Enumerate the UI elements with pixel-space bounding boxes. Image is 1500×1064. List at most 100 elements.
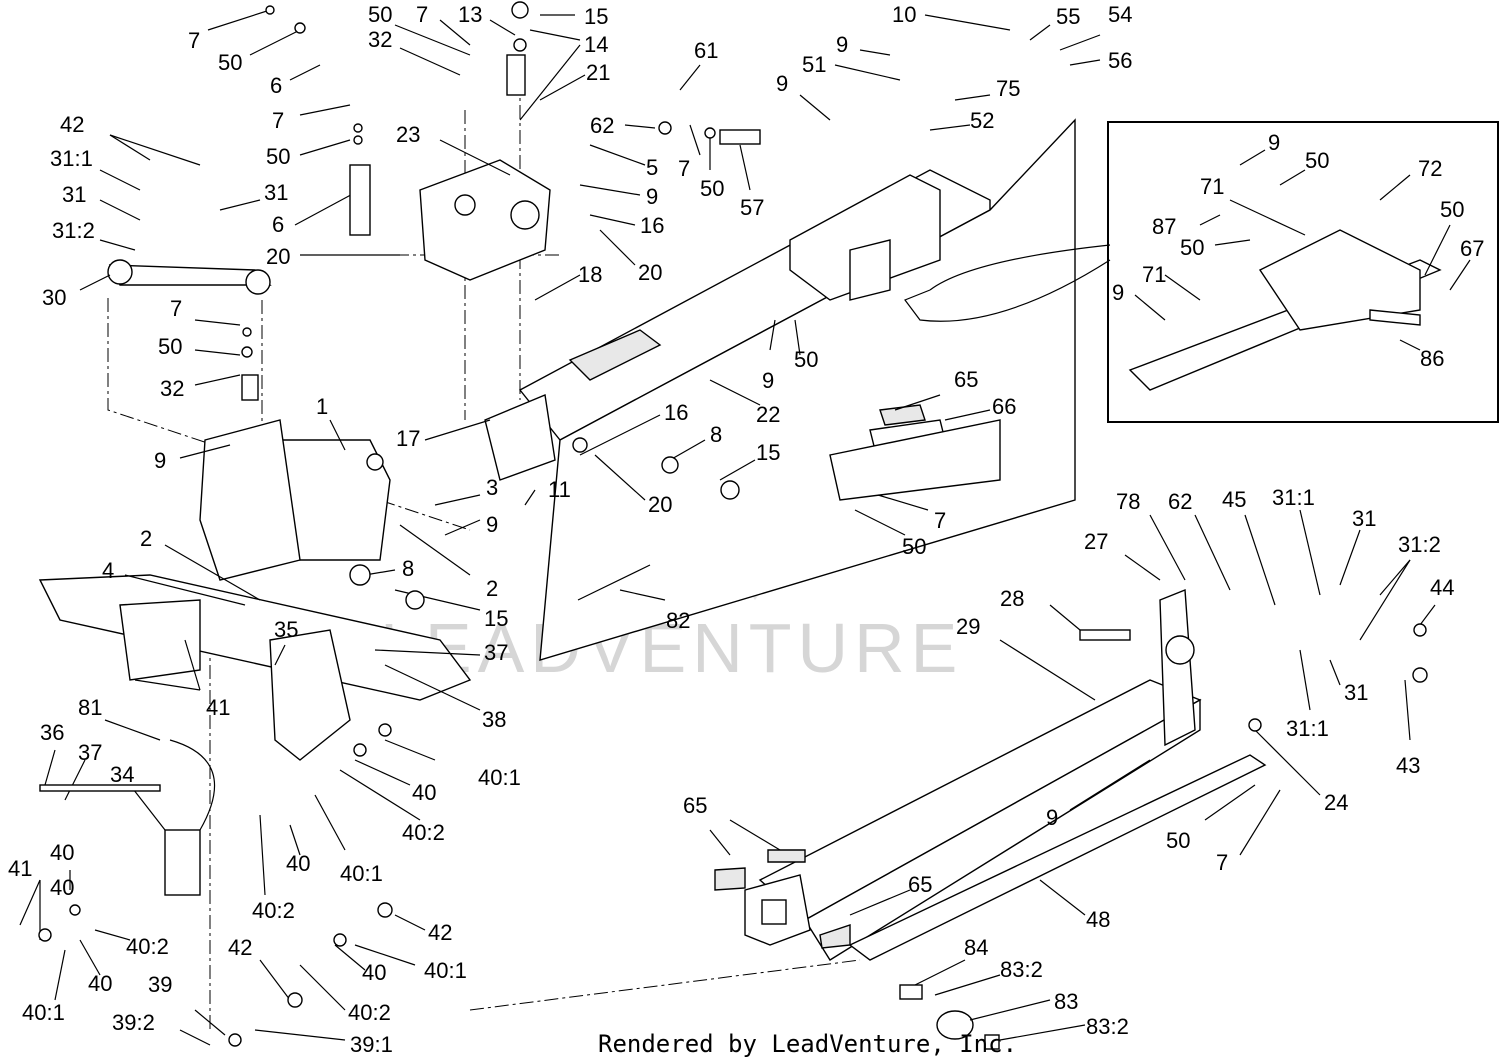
part-number-label: 38 — [482, 707, 506, 732]
part-number-label: 84 — [964, 935, 988, 960]
part-number-label: 75 — [996, 76, 1020, 101]
part-number-label: 32 — [160, 376, 184, 401]
part-number-label: 9 — [1046, 805, 1058, 830]
part-number-label: 40 — [286, 851, 310, 876]
part-number-label: 22 — [756, 402, 780, 427]
part-number-label: 40:2 — [252, 898, 295, 923]
part-number-label: 11 — [548, 477, 571, 502]
part-number-label: 50 — [700, 176, 724, 201]
part-number-label: 37 — [78, 740, 102, 765]
part-number-label: 48 — [1086, 907, 1110, 932]
part-number-label: 7 — [934, 508, 946, 533]
part-number-label: 7 — [678, 156, 690, 181]
valve-block — [164, 739, 216, 896]
tongue-extension-assembly — [714, 588, 1267, 1050]
part-number-label: 3 — [486, 475, 498, 500]
part-number-label: 20 — [648, 492, 672, 517]
part-number-label: 30 — [42, 285, 66, 310]
hardware — [38, 1, 1428, 1047]
part-number-label: 9 — [486, 512, 498, 537]
part-number-label: 1 — [316, 394, 328, 419]
part-number-label: 43 — [1396, 753, 1420, 778]
part-number-label: 16 — [664, 400, 688, 425]
part-number-label: 41 — [206, 695, 230, 720]
part-number-label: 50 — [1305, 148, 1329, 173]
part-number-label: 55 — [1056, 4, 1080, 29]
part-number-label: 71 — [1142, 262, 1166, 287]
part-number-label: 50 — [794, 347, 818, 372]
part-number-label: 57 — [740, 195, 764, 220]
part-number-label: 65 — [683, 793, 707, 818]
part-number-label: 39:2 — [112, 1010, 155, 1035]
part-number-label: 24 — [1324, 790, 1348, 815]
part-number-label: 39 — [148, 972, 172, 997]
part-number-label: 82 — [666, 608, 690, 633]
lower-frame — [38, 574, 472, 761]
part-number-label: 7 — [272, 108, 284, 133]
part-number-label: 27 — [1084, 529, 1108, 554]
part-number-label: 37 — [484, 640, 508, 665]
part-number-label: 83 — [1054, 989, 1078, 1014]
part-number-label: 31 — [62, 182, 86, 207]
part-number-label: 50 — [1166, 828, 1190, 853]
part-number-label: 41 — [8, 856, 32, 881]
part-number-label: 28 — [1000, 586, 1024, 611]
part-number-label: 40 — [412, 780, 436, 805]
part-number-label: 2 — [486, 576, 498, 601]
part-number-label: 7 — [1216, 850, 1228, 875]
part-number-label: 50 — [1180, 235, 1204, 260]
part-number-label: 65 — [954, 367, 978, 392]
part-number-label: 15 — [484, 606, 508, 631]
footer-credit: Rendered by LeadVenture, Inc. — [598, 1030, 1017, 1058]
decal-parts — [829, 404, 1001, 501]
part-number-label: 16 — [640, 213, 664, 238]
part-number-label: 14 — [584, 32, 608, 57]
part-number-label: 9 — [154, 448, 166, 473]
part-number-label: 50 — [218, 50, 242, 75]
part-number-label: 7 — [416, 2, 428, 27]
part-number-label: 44 — [1430, 575, 1454, 600]
part-number-label: 40:2 — [402, 820, 445, 845]
part-number-label: 42 — [60, 112, 84, 137]
part-number-label: 5 — [646, 155, 658, 180]
part-number-label: 50 — [266, 144, 290, 169]
part-number-label: 72 — [1418, 156, 1442, 181]
part-number-label: 52 — [970, 108, 994, 133]
part-number-label: 8 — [710, 422, 722, 447]
part-number-label: 40 — [50, 840, 74, 865]
part-number-label: 9 — [646, 184, 658, 209]
part-number-label: 86 — [1420, 346, 1444, 371]
part-number-label: 31 — [264, 180, 288, 205]
part-number-label: 21 — [586, 60, 610, 85]
part-number-label: 54 — [1108, 2, 1132, 27]
part-number-label: 20 — [266, 244, 290, 269]
part-number-label: 40 — [362, 960, 386, 985]
part-number-label: 40:1 — [22, 1000, 65, 1025]
part-number-label: 45 — [1222, 487, 1246, 512]
part-number-label: 31:2 — [1398, 532, 1441, 557]
part-number-label: 6 — [270, 73, 282, 98]
part-number-label: 61 — [694, 38, 718, 63]
part-number-label: 40:1 — [340, 861, 383, 886]
hydraulic-cylinder — [107, 259, 272, 295]
part-number-label: 8 — [402, 556, 414, 581]
part-number-label: 50 — [902, 534, 926, 559]
part-number-label: 83:2 — [1086, 1014, 1129, 1039]
part-number-label: 56 — [1108, 48, 1132, 73]
part-number-label: 81 — [78, 695, 102, 720]
part-number-label: 6 — [272, 212, 284, 237]
part-number-label: 2 — [140, 526, 152, 551]
part-number-label: 18 — [578, 262, 602, 287]
part-number-label: 7 — [188, 28, 200, 53]
part-number-label: 50 — [1440, 197, 1464, 222]
part-number-label: 35 — [274, 617, 298, 642]
part-number-label: 40 — [50, 875, 74, 900]
part-number-label: 51 — [802, 52, 826, 77]
part-number-label: 40:2 — [348, 1000, 391, 1025]
part-number-label: 62 — [1168, 489, 1192, 514]
hitch-tongue-assembly — [199, 118, 1076, 661]
part-number-label: 50 — [158, 334, 182, 359]
part-number-label: 9 — [1112, 280, 1124, 305]
part-number-label: 20 — [638, 260, 662, 285]
part-number-label: 65 — [908, 872, 932, 897]
